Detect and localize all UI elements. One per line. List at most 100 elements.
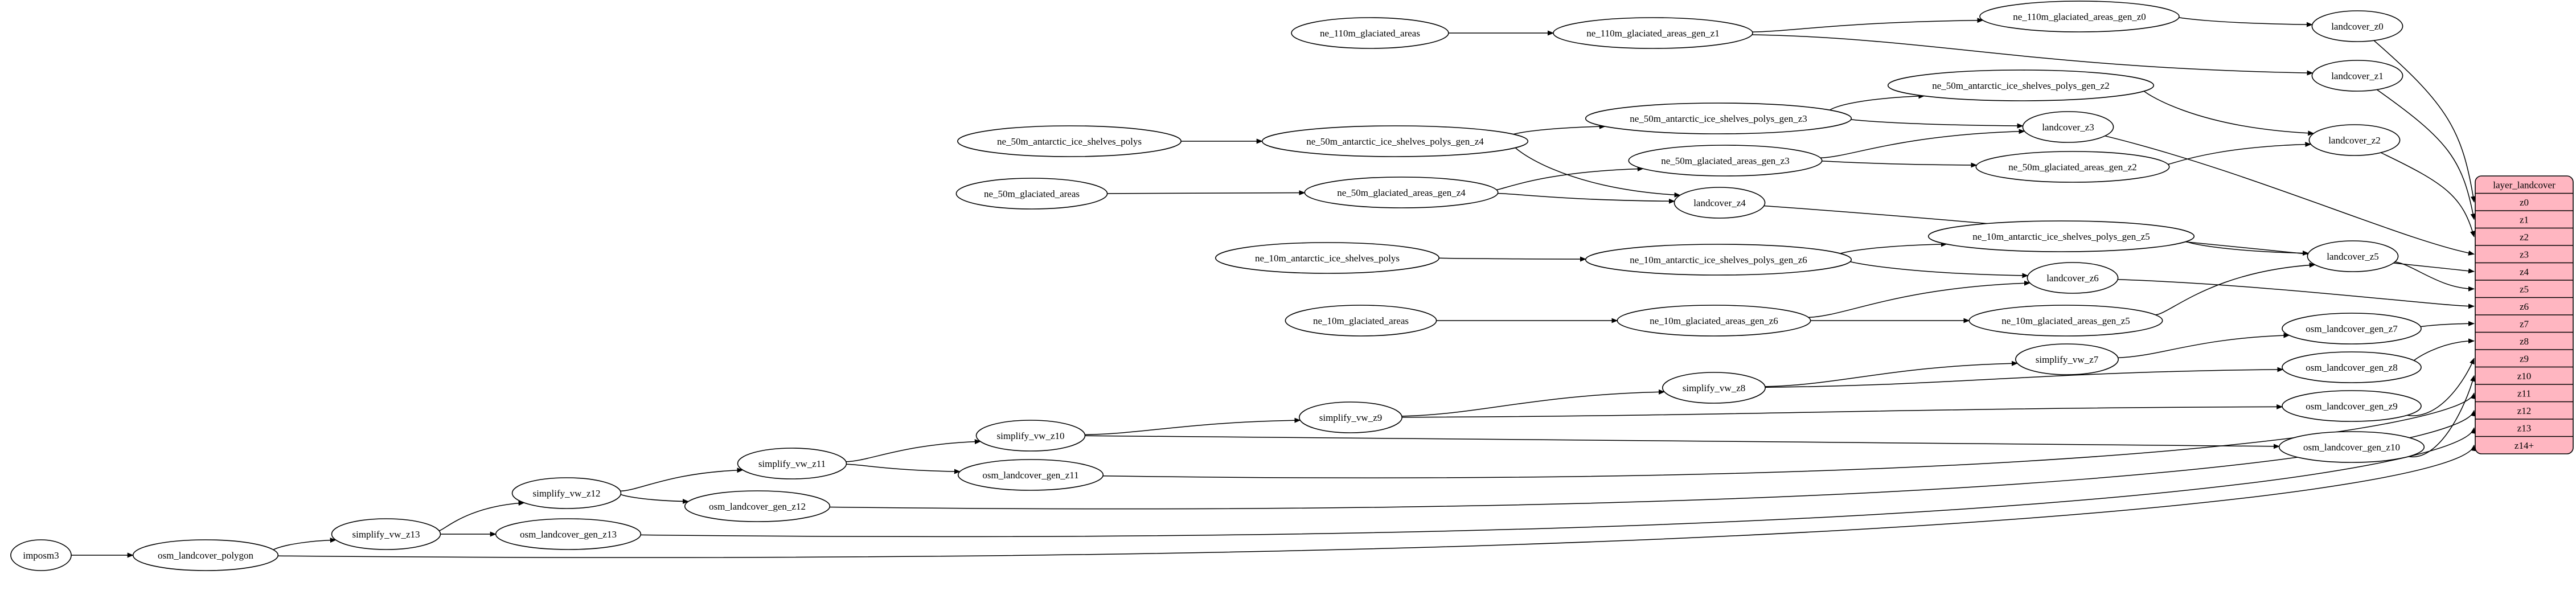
node-landcover_z2-ellipse — [2308, 124, 2401, 156]
node-osm_landcover_gen_z12-ellipse — [684, 490, 831, 522]
table-row-z0-label: z0 — [2520, 197, 2529, 208]
node-simplify_vw_z7-label: simplify_vw_z7 — [2036, 354, 2099, 365]
table-row-z9-label: z9 — [2520, 353, 2529, 364]
node-ne_50m_antarctic_ice_shelves_polys_gen_z4: ne_50m_antarctic_ice_shelves_polys_gen_z… — [1261, 125, 1529, 157]
node-ne_50m_antarctic_ice_shelves_polys_gen_z3: ne_50m_antarctic_ice_shelves_polys_gen_z… — [1585, 102, 1852, 134]
node-simplify_vw_z10-ellipse — [975, 420, 1086, 452]
node-ne_110m_glaciated_areas-ellipse — [1291, 17, 1449, 49]
table-row-z1-label: z1 — [2520, 214, 2529, 225]
node-landcover_z3-label: landcover_z3 — [2042, 122, 2094, 133]
edge-ne_10m_glaciated_areas_gen_z5-to-landcover_z5 — [2155, 263, 2316, 315]
node-osm_landcover_gen_z11-ellipse — [957, 459, 1104, 491]
node-landcover_z6-ellipse — [2027, 262, 2119, 294]
table-layer-landcover: layer_landcoverz0z1z2z3z4z5z6z7z8z9z10z1… — [2475, 175, 2574, 454]
table-header-label: layer_landcover — [2493, 179, 2556, 190]
node-osm_landcover_gen_z7: osm_landcover_gen_z7 — [2282, 313, 2422, 345]
edge-ne_50m_glaciated_areas-to-ne_50m_glaciated_areas_gen_z4 — [1107, 190, 1306, 196]
node-ne_10m_antarctic_ice_shelves_polys_gen_z5-label: ne_10m_antarctic_ice_shelves_polys_gen_z… — [1972, 231, 2150, 242]
edge-osm_landcover_gen_z9-to-row-z9 — [2407, 358, 2475, 416]
node-osm_landcover_gen_z13-label: osm_landcover_gen_z13 — [520, 529, 617, 540]
node-ne_110m_glaciated_areas_gen_z1-label: ne_110m_glaciated_areas_gen_z1 — [1586, 28, 1720, 39]
node-ne_110m_glaciated_areas-label: ne_110m_glaciated_areas — [1320, 28, 1420, 39]
node-ne_50m_glaciated_areas_gen_z4: ne_50m_glaciated_areas_gen_z4 — [1304, 177, 1499, 208]
node-osm_landcover_gen_z8-label: osm_landcover_gen_z8 — [2306, 362, 2397, 373]
node-landcover_z2-label: landcover_z2 — [2328, 135, 2381, 146]
edge-landcover_z1-to-row-z1 — [2376, 89, 2476, 220]
edge-ne_110m_glaciated_areas_gen_z1-to-landcover_z1 — [1751, 34, 2314, 76]
node-ne_10m_glaciated_areas_gen_z6-label: ne_10m_glaciated_areas_gen_z6 — [1650, 315, 1778, 326]
node-ne_50m_antarctic_ice_shelves_polys_gen_z4-label: ne_50m_antarctic_ice_shelves_polys_gen_z… — [1306, 136, 1484, 147]
node-osm_landcover_gen_z9: osm_landcover_gen_z9 — [2282, 390, 2422, 422]
node-ne_50m_glaciated_areas_gen_z3: ne_50m_glaciated_areas_gen_z3 — [1628, 145, 1823, 177]
node-ne_50m_antarctic_ice_shelves_polys_gen_z3-ellipse — [1585, 102, 1852, 134]
node-simplify_vw_z9-ellipse — [1299, 401, 1403, 433]
node-simplify_vw_z12-label: simplify_vw_z12 — [533, 488, 601, 499]
edge-landcover_z0-to-row-z0 — [2373, 40, 2476, 203]
edge-ne_50m_glaciated_areas_gen_z2-to-landcover_z2 — [2168, 142, 2312, 165]
node-osm_landcover_gen_z10-label: osm_landcover_gen_z10 — [2303, 442, 2400, 453]
node-imposm3-label: imposm3 — [23, 550, 59, 561]
node-landcover_z0: landcover_z0 — [2311, 10, 2403, 42]
node-simplify_vw_z9-label: simplify_vw_z9 — [1319, 412, 1383, 423]
node-landcover_z4-label: landcover_z4 — [1693, 198, 1746, 208]
node-landcover_z1: landcover_z1 — [2311, 60, 2403, 92]
table-row-z6-label: z6 — [2520, 301, 2529, 312]
node-osm_landcover_polygon: osm_landcover_polygon — [132, 539, 279, 571]
node-ne_10m_glaciated_areas: ne_10m_glaciated_areas — [1285, 305, 1437, 337]
node-ne_110m_glaciated_areas_gen_z1-ellipse — [1553, 17, 1753, 49]
table-row-z11-label: z11 — [2517, 388, 2531, 399]
edge-landcover_z3-to-row-z3 — [2105, 135, 2475, 256]
node-ne_50m_glaciated_areas_gen_z3-ellipse — [1628, 145, 1823, 177]
node-simplify_vw_z10-label: simplify_vw_z10 — [997, 430, 1065, 441]
node-landcover_z1-label: landcover_z1 — [2331, 71, 2384, 81]
node-ne_10m_antarctic_ice_shelves_polys_gen_z6-ellipse — [1585, 244, 1852, 276]
edge-ne_50m_antarctic_ice_shelves_polys_gen_z2-to-landcover_z2 — [2143, 91, 2315, 136]
node-ne_10m_antarctic_ice_shelves_polys-label: ne_10m_antarctic_ice_shelves_polys — [1255, 253, 1400, 264]
node-ne_10m_antarctic_ice_shelves_polys_gen_z6-label: ne_10m_antarctic_ice_shelves_polys_gen_z… — [1630, 255, 1807, 265]
node-landcover_z5-label: landcover_z5 — [2327, 251, 2379, 262]
edge-ne_50m_glaciated_areas_gen_z4-to-landcover_z4 — [1498, 192, 1675, 204]
node-ne_10m_antarctic_ice_shelves_polys_gen_z6: ne_10m_antarctic_ice_shelves_polys_gen_z… — [1585, 244, 1852, 276]
node-ne_10m_glaciated_areas_gen_z5: ne_10m_glaciated_areas_gen_z5 — [1968, 305, 2163, 337]
edge-simplify_vw_z8-to-simplify_vw_z7 — [1765, 360, 2018, 387]
edge-osm_landcover_polygon-to-row-z14+ — [278, 444, 2476, 558]
node-ne_110m_glaciated_areas_gen_z0-label: ne_110m_glaciated_areas_gen_z0 — [2013, 11, 2146, 22]
node-osm_landcover_gen_z8: osm_landcover_gen_z8 — [2282, 351, 2422, 383]
node-ne_10m_glaciated_areas_gen_z6-ellipse — [1617, 305, 1811, 337]
node-osm_landcover_gen_z10: osm_landcover_gen_z10 — [2278, 431, 2425, 463]
edge-ne_50m_antarctic_ice_shelves_polys_gen_z3-to-landcover_z3 — [1850, 118, 2024, 129]
node-landcover_z2: landcover_z2 — [2308, 124, 2401, 156]
edge-simplify_vw_z13-to-simplify_vw_z12 — [438, 501, 525, 531]
edge-simplify_vw_z11-to-osm_landcover_gen_z11 — [846, 464, 961, 474]
node-simplify_vw_z12: simplify_vw_z12 — [511, 477, 622, 509]
edge-osm_landcover_gen_z11-to-row-z11 — [1102, 392, 2476, 478]
node-landcover_z5: landcover_z5 — [2307, 240, 2399, 272]
node-simplify_vw_z8-label: simplify_vw_z8 — [1683, 383, 1746, 393]
node-ne_50m_antarctic_ice_shelves_polys_gen_z2-label: ne_50m_antarctic_ice_shelves_polys_gen_z… — [1932, 80, 2110, 91]
node-simplify_vw_z10: simplify_vw_z10 — [975, 420, 1086, 452]
node-simplify_vw_z8: simplify_vw_z8 — [1662, 372, 1766, 404]
node-simplify_vw_z11-label: simplify_vw_z11 — [758, 458, 826, 469]
node-simplify_vw_z11: simplify_vw_z11 — [737, 448, 847, 479]
edge-ne_110m_glaciated_areas_gen_z1-to-ne_110m_glaciated_areas_gen_z0 — [1752, 18, 1984, 32]
node-ne_10m_antarctic_ice_shelves_polys: ne_10m_antarctic_ice_shelves_polys — [1215, 242, 1440, 274]
node-simplify_vw_z13: simplify_vw_z13 — [331, 518, 441, 550]
node-osm_landcover_gen_z7-label: osm_landcover_gen_z7 — [2306, 323, 2398, 334]
node-ne_50m_glaciated_areas_gen_z2-ellipse — [1975, 151, 2170, 183]
node-ne_50m_antarctic_ice_shelves_polys: ne_50m_antarctic_ice_shelves_polys — [957, 125, 1182, 157]
node-osm_landcover_gen_z12-label: osm_landcover_gen_z12 — [709, 501, 806, 512]
table-row-z8-label: z8 — [2520, 336, 2529, 347]
edge-simplify_vw_z8-to-osm_landcover_gen_z8 — [1765, 367, 2284, 388]
node-osm_landcover_polygon-ellipse — [132, 539, 279, 571]
node-ne_50m_glaciated_areas-ellipse — [955, 178, 1108, 210]
node-landcover_z1-ellipse — [2311, 60, 2403, 92]
edge-ne_50m_glaciated_areas_gen_z4-to-ne_50m_glaciated_areas_gen_z3 — [1496, 166, 1644, 191]
table-row-z2-label: z2 — [2520, 232, 2529, 243]
edge-osm_landcover_gen_z13-to-row-z13 — [641, 427, 2476, 538]
node-ne_50m_glaciated_areas_gen_z2-label: ne_50m_glaciated_areas_gen_z2 — [2008, 162, 2137, 173]
edge-ne_50m_glaciated_areas_gen_z3-to-landcover_z3 — [1820, 129, 2025, 159]
node-ne_50m_glaciated_areas-label: ne_50m_glaciated_areas — [984, 188, 1080, 199]
table-row-z13-label: z13 — [2517, 423, 2532, 433]
